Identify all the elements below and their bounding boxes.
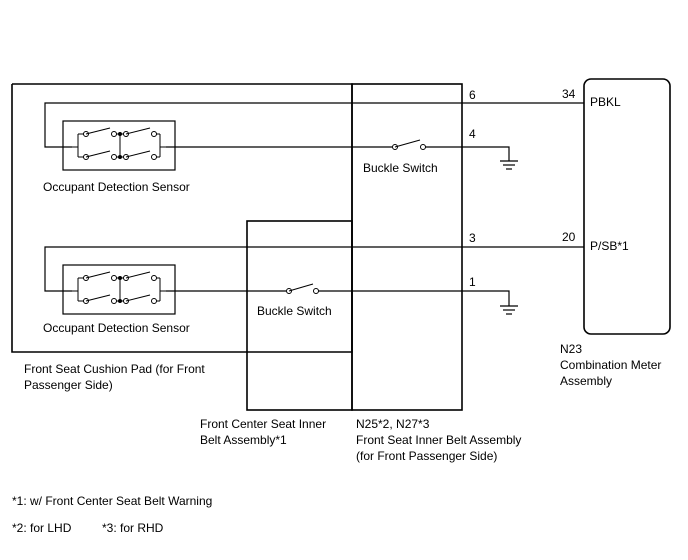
cushion-pad-label-line1: Front Seat Cushion Pad (for Front [24, 362, 205, 376]
buckle-switch-right-label: Buckle Switch [363, 161, 438, 175]
psb-terminal-label: P/SB*1 [590, 239, 629, 253]
occupant-sensor-top-label: Occupant Detection Sensor [43, 180, 190, 194]
footnote-2: *2: for LHD [12, 521, 72, 535]
inner-belt-label-line3: (for Front Passenger Side) [356, 449, 497, 463]
wires [44, 102, 584, 315]
buckle-switch-center-label: Buckle Switch [257, 304, 332, 318]
footnote-1: *1: w/ Front Center Seat Belt Warning [12, 494, 212, 508]
pin-6-label: 6 [469, 88, 476, 102]
front-center-seat-inner-belt-box [246, 220, 353, 411]
occupant-detection-sensor-lower [62, 264, 176, 315]
center-belt-label-line2: Belt Assembly*1 [200, 433, 287, 447]
pbkl-terminal-label: PBKL [590, 95, 621, 109]
center-belt-label-line1: Front Center Seat Inner [200, 417, 326, 431]
meter-label-line3: Assembly [560, 374, 612, 388]
pin-20-label: 20 [562, 230, 576, 244]
meter-label-line1: N23 [560, 342, 582, 356]
pin-34-label: 34 [562, 87, 576, 101]
occupant-detection-sensor-upper [62, 120, 176, 171]
combination-meter-box [583, 78, 671, 335]
inner-belt-label-line2: Front Seat Inner Belt Assembly [356, 433, 521, 447]
occupant-sensor-bottom-label: Occupant Detection Sensor [43, 321, 190, 335]
inner-belt-label-line1: N25*2, N27*3 [356, 417, 430, 431]
pin-1-label: 1 [469, 275, 476, 289]
cushion-pad-label-line2: Passenger Side) [24, 378, 113, 392]
pin-3-label: 3 [469, 231, 476, 245]
meter-label-line2: Combination Meter [560, 358, 661, 372]
pin-4-label: 4 [469, 127, 476, 141]
footnote-3: *3: for RHD [102, 521, 164, 535]
